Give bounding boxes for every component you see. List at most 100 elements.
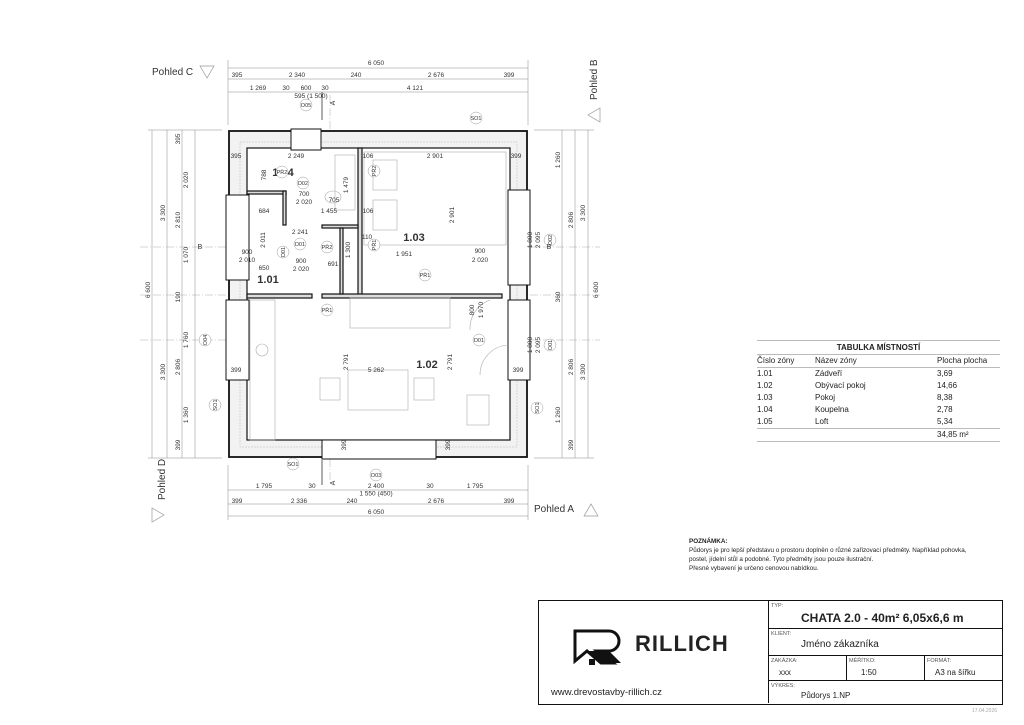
marker-label: SO1 xyxy=(287,462,298,468)
room-label: 1.02 xyxy=(416,359,437,371)
interior-dimensions: 2 249 2 901 395 399 106 106 2 901 1 455 … xyxy=(231,153,524,450)
dimension: 399 xyxy=(504,498,515,505)
note-title: POZNÁMKA: xyxy=(689,538,728,545)
field-label: KLIENT: xyxy=(771,631,792,637)
table-cell: 1.03 xyxy=(757,393,773,402)
table-cell xyxy=(815,429,937,441)
room-table: TABULKA MÍSTNOSTÍ Číslo zóny Název zóny … xyxy=(757,340,1000,442)
dimension: 395 xyxy=(232,72,243,79)
date: 17.04.2026 xyxy=(972,708,998,714)
dimension: 2 020 xyxy=(183,171,190,188)
dimension: 1 951 xyxy=(396,251,413,258)
view-label-c: Pohled C xyxy=(152,67,193,78)
view-triangle-icon xyxy=(583,503,599,517)
dimension: 1 800 xyxy=(527,231,534,248)
dimension: A xyxy=(330,100,337,105)
dimension: 2 810 xyxy=(175,211,182,228)
website-link[interactable]: www.drevostavby-rillich.cz xyxy=(551,687,662,698)
client-name: Jméno zákazníka xyxy=(801,639,879,650)
dimension: 399 xyxy=(341,439,348,450)
dimension: 6 050 xyxy=(368,60,385,67)
dimension: 1 360 xyxy=(183,406,190,423)
dimension: 3 300 xyxy=(160,204,167,221)
table-cell: Zádveří xyxy=(815,369,843,378)
furniture xyxy=(249,151,509,441)
dimension: 2 336 xyxy=(291,498,308,505)
scale: 1:50 xyxy=(861,668,877,677)
room-label: 1.03 xyxy=(403,232,424,244)
dimension: D02 xyxy=(298,181,308,187)
dimension: 2 095 xyxy=(535,336,542,353)
dimension: 30 xyxy=(321,85,329,92)
rillich-logo-icon xyxy=(573,629,621,665)
section-markers: B B A A xyxy=(198,92,552,485)
table-cell: Obývací pokoj xyxy=(815,381,866,390)
marker-label: SO1 xyxy=(213,399,219,410)
dimension: 1 479 xyxy=(343,176,350,193)
dimension: 595 (1 500) xyxy=(294,93,327,100)
dimension: 2 806 xyxy=(568,358,575,375)
dimension: 395 xyxy=(175,133,182,144)
dimension: 1 260 xyxy=(555,151,562,168)
title-block: RILLICH www.drevostavby-rillich.cz TYP: … xyxy=(538,600,1003,705)
dimension: 1 970 xyxy=(478,301,485,318)
dimension: 684 xyxy=(259,208,270,215)
dimension: 900 xyxy=(296,258,307,265)
room-table-header: Číslo zóny Název zóny Plocha plocha xyxy=(757,355,1000,368)
dimension: 190 xyxy=(175,291,182,302)
dimension: 399 xyxy=(513,367,524,374)
marker-label: O04 xyxy=(203,335,209,345)
table-cell: 1.02 xyxy=(757,381,773,390)
dimension: 2 791 xyxy=(447,353,454,370)
table-cell: Loft xyxy=(815,417,829,426)
dimension: 1 795 xyxy=(256,483,273,490)
view-label-d: Pohled D xyxy=(157,459,168,500)
dimension: 1 070 xyxy=(183,246,190,263)
field-label: VÝKRES: xyxy=(771,683,795,689)
table-cell: 8,38 xyxy=(937,393,953,402)
table-cell: 34,85 m² xyxy=(937,430,969,439)
interior-walls xyxy=(246,147,503,299)
logo-text: RILLICH xyxy=(635,631,729,656)
order-number: xxx xyxy=(779,668,791,677)
field-label: TYP: xyxy=(771,603,784,609)
dimension: 399 xyxy=(445,439,452,450)
table-cell: 14,66 xyxy=(937,381,958,390)
dimension: 1 800 xyxy=(527,336,534,353)
dimension: 3 300 xyxy=(160,363,167,380)
dimension: 360 xyxy=(555,291,562,302)
dimension: 1 795 xyxy=(467,483,484,490)
dimension: 399 xyxy=(511,153,522,160)
dimension: 110 xyxy=(362,234,373,241)
dimension: 106 xyxy=(363,208,374,215)
dimension: PŘ1 xyxy=(370,240,378,251)
marker-label: O03 xyxy=(371,473,381,479)
dimension: 240 xyxy=(351,72,362,79)
table-total-row: 34,85 m² xyxy=(757,428,1000,442)
dimension: 2 901 xyxy=(427,153,444,160)
view-triangle-icon xyxy=(151,507,165,523)
dimension: 6 050 xyxy=(368,509,385,516)
table-cell: 2,78 xyxy=(937,405,953,414)
dimension: 2 010 xyxy=(239,257,256,264)
dimension: 399 xyxy=(175,439,182,450)
table-cell: Koupelna xyxy=(815,405,849,414)
dimension: 2 020 xyxy=(472,257,489,264)
dimension: 1 269 xyxy=(250,85,267,92)
dimension: 700 xyxy=(299,191,310,198)
dimension: PŘ2 xyxy=(370,166,378,177)
marker-label: O01 xyxy=(548,340,554,350)
table-row: 1.02 Obývací pokoj 14,66 xyxy=(757,380,1000,392)
element-markers: O05 SO1 O04 O02 O01 SO1 SO1 SO1 O03 PŘ2 … xyxy=(198,98,557,482)
table-cell: Číslo zóny xyxy=(757,356,795,365)
field-label: ZAKÁZKA: xyxy=(771,658,798,664)
dimension: D01 xyxy=(474,338,484,344)
dimension: 2 400 xyxy=(368,483,385,490)
dimension: 30 xyxy=(426,483,434,490)
dimension: B xyxy=(547,244,552,251)
project-type: CHATA 2.0 - 40m² 6,05x6,6 m xyxy=(801,611,964,625)
dimension: 399 xyxy=(232,498,243,505)
room-label: 1.01 xyxy=(257,274,278,286)
dimension: 2 241 xyxy=(292,229,309,236)
